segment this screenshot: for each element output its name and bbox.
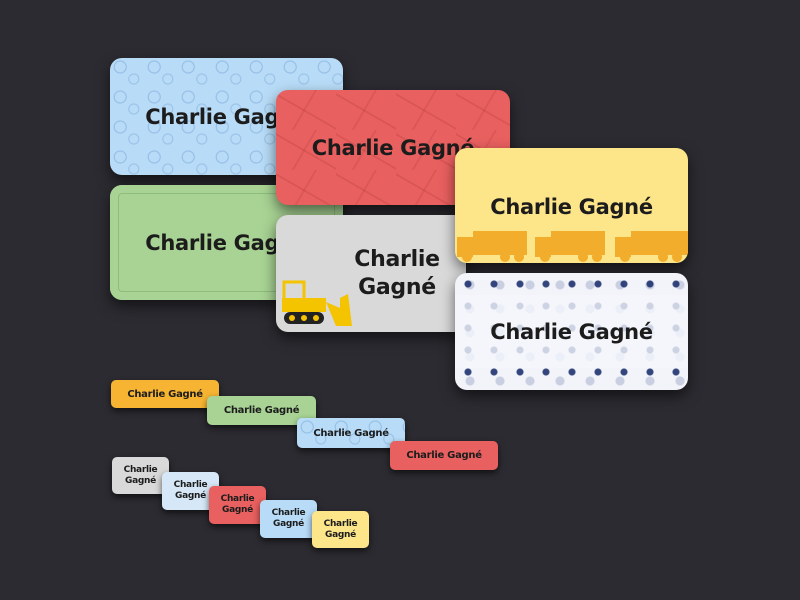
small-label-motorcycles: Charlie Gagné [297, 418, 405, 448]
label-name-line1: Charlie [173, 480, 208, 490]
label-name: Charlie Gagné [406, 450, 482, 461]
label-name-line2: Gagné [175, 491, 206, 501]
label-name: Charlie Gagné [490, 195, 653, 219]
label-name-line2: Gagné [125, 475, 156, 486]
small-label-trucks: Charlie Gagné [111, 380, 219, 408]
small-label-red: Charlie Gagné [390, 441, 498, 470]
large-label-bulldozer: Charlie Gagné [276, 215, 466, 332]
trucks-icon [457, 231, 688, 262]
label-name: Charlie Gagné [311, 135, 475, 160]
large-label-cars: Charlie Gagné [455, 273, 688, 390]
label-name-line1: Charlie [271, 508, 306, 518]
label-name: Charlie Gagné [490, 319, 653, 344]
large-label-firetrucks: Charlie Gagné [276, 90, 510, 205]
label-name: Charlie Gagné [127, 388, 203, 400]
label-name: Charlie Gagné [223, 405, 300, 416]
bulldozer-icon [282, 280, 352, 326]
large-label-trucks: Charlie Gagné [455, 148, 688, 263]
label-name-line1: Charlie [123, 464, 158, 475]
label-name-line1: Charlie [354, 246, 440, 272]
label-name-line1: Charlie [323, 518, 358, 529]
label-name-line2: Gagné [358, 274, 436, 300]
label-name-line2: Gagné [222, 505, 253, 515]
label-name-line2: Gagné [273, 519, 304, 529]
label-name-line1: Charlie [220, 494, 255, 504]
label-name: Charlie Gagné [313, 427, 389, 439]
label-name-line2: Gagné [325, 529, 356, 540]
